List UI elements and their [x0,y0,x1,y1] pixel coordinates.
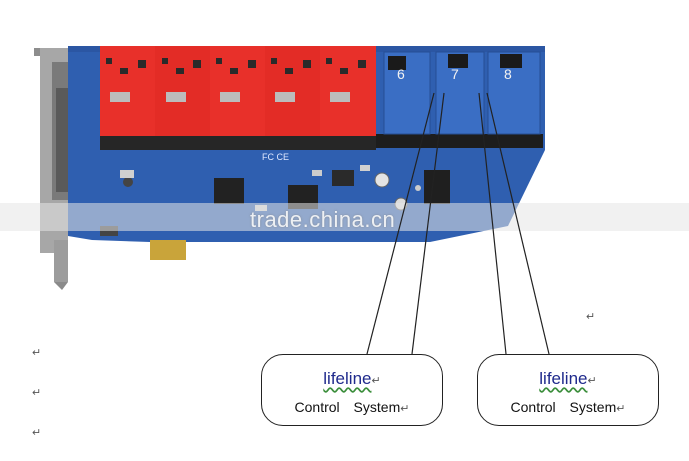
pin-header [376,134,543,148]
watermark-band [0,203,689,231]
port-label-8: 8 [504,66,512,82]
paragraph-mark: ↵ [586,311,596,323]
port-label-6: 6 [397,66,405,82]
port-label-7: 7 [451,66,459,82]
paragraph-mark: ↵ [371,375,381,387]
callout-lifeline-left: lifeline↵ Control System↵ [261,354,443,426]
callout-subtitle: Control System [294,399,401,415]
empty-slots [383,51,541,135]
chip [214,178,244,204]
callout-lifeline-right: lifeline↵ Control System↵ [477,354,659,426]
red-modules [100,46,376,150]
chip [332,170,354,186]
callout-title: lifeline [539,369,588,388]
callout-pointers [366,92,550,355]
paragraph-mark: ↵ [400,403,410,415]
paragraph-mark: ↵ [587,375,597,387]
callout-title: lifeline [323,369,372,388]
callout-subtitle: Control System [510,399,617,415]
paragraph-mark: ↵ [32,387,42,399]
module-header [100,136,376,150]
watermark-text: trade.china.cn [250,207,396,232]
paragraph-mark: ↵ [32,427,42,439]
silkscreen-ce-mark: FC CE [262,152,289,162]
paragraph-mark: ↵ [32,347,42,359]
chip [424,170,450,204]
pcie-edge-connector [150,240,186,260]
paragraph-mark: ↵ [616,403,626,415]
